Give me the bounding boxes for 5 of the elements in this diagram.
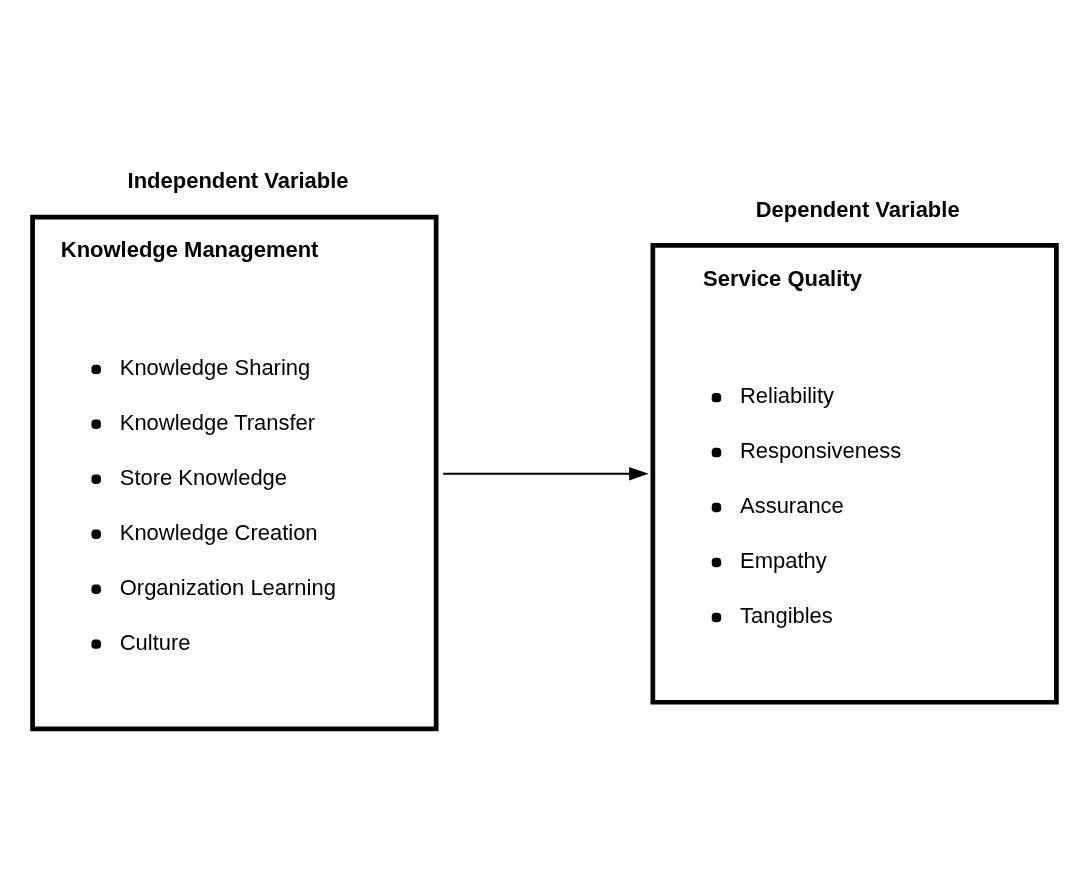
node-label: Dependent Variable — [755, 196, 960, 222]
node-label: Independent Variable — [127, 167, 349, 193]
node-box: Knowledge Management Knowledge Sharing Knowledge Transfer Store Knowledge Knowledge Creation Organization Learning Culture — [30, 214, 439, 731]
arrow — [442, 466, 649, 481]
node-box: Service Quality Reliability Responsiveness Assurance Empathy Tangibles — [650, 242, 1059, 705]
